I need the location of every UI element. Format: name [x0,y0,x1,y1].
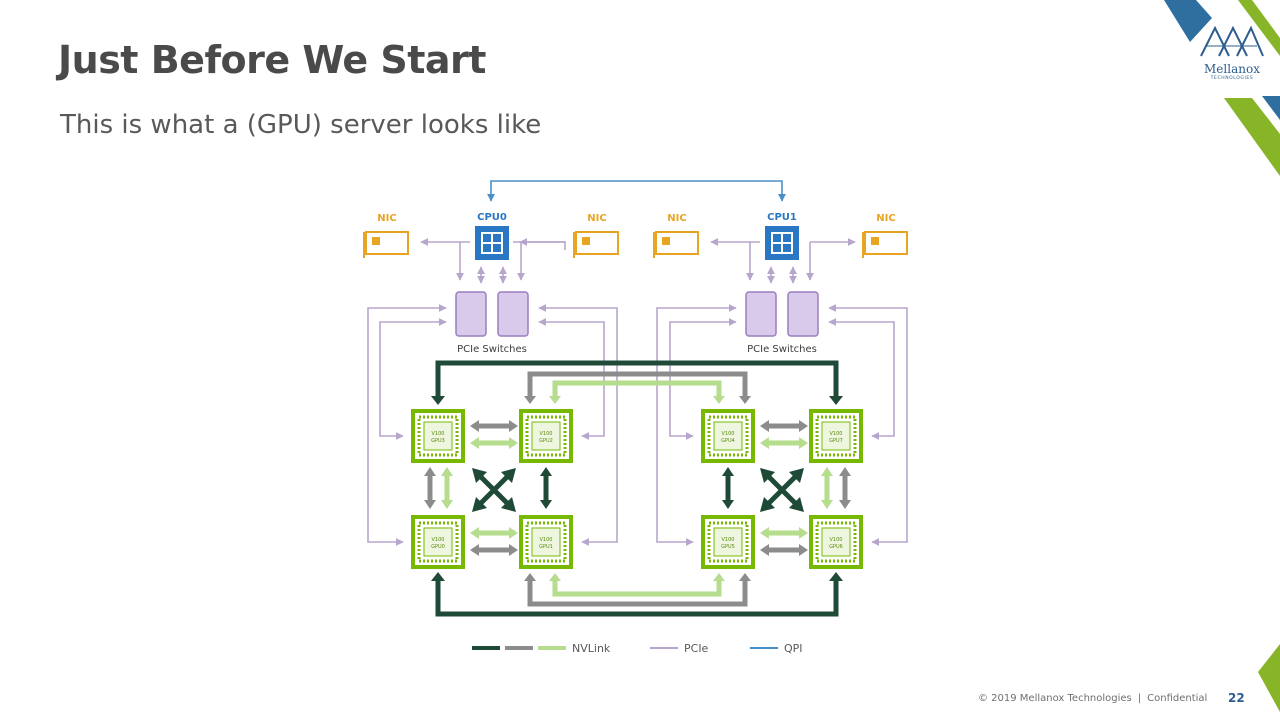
legend-qpi-label: QPI [784,642,803,655]
pcie-switch-group-right [745,291,819,337]
cpu0-chip [475,226,509,260]
nvlink-long-links [435,360,839,617]
nvlink-long-arrowheads [431,396,843,581]
nic-card-4 [862,231,908,258]
gpu-model-label: V100 [432,431,445,437]
gpu-model-label: V100 [432,537,445,543]
gpu-model-label: V100 [722,537,735,543]
gpu-id-label: GPU2 [539,438,553,444]
qpi-link [487,180,786,202]
gpu-id-label: GPU0 [431,544,445,550]
brand-tagline: TECHNOLOGIES [1210,76,1254,81]
nic-label-1: NIC [377,213,396,224]
corner-stripe-green-mid [1224,98,1280,176]
pcie-switch-group-left [455,291,529,337]
cpu1-chip [765,226,799,260]
corner-stripe-green-bottom [1258,644,1280,712]
cpu0-label: CPU0 [477,212,507,223]
footer-copyright: © 2019 Mellanox Technologies [978,693,1132,704]
gpu-id-label: GPU1 [539,544,553,550]
mellanox-bridge-icon [1200,25,1264,57]
diagram-legend: NVLink PCIe QPI [472,642,803,655]
nvlink-short-links [424,420,851,556]
gpu-model-label: V100 [830,537,843,543]
gpu-model-label: V100 [540,537,553,543]
gpu-id-label: GPU5 [721,544,735,550]
gpu-model-label: V100 [540,431,553,437]
legend-pcie-label: PCIe [684,642,709,655]
mellanox-logo: Mellanox TECHNOLOGIES [1194,24,1270,81]
slide-subtitle: This is what a (GPU) server looks like [60,110,542,140]
gpu-id-label: GPU6 [829,544,843,550]
footer-separator: | [1137,693,1142,704]
gpu-id-label: GPU7 [829,438,843,444]
slide-footer: © 2019 Mellanox Technologies | Confidentia… [978,693,1207,704]
legend-nvlink-label: NVLink [572,642,611,655]
corner-stripe-blue [1164,0,1212,42]
nic-card-1 [363,231,409,258]
footer-confidential: Confidential [1147,693,1208,704]
gpu-layer: V100GPU3V100GPU2V100GPU0V100GPU1V100GPU4… [411,409,863,569]
gpu-id-label: GPU3 [431,438,445,444]
nic-label-4: NIC [876,213,895,224]
cpu1-label: CPU1 [767,212,797,223]
gpu-id-label: GPU4 [721,438,735,444]
gpu-model-label: V100 [722,431,735,437]
corner-stripe-blue-small [1262,96,1280,120]
pcie-switches-label-right: PCIe Switches [747,344,817,355]
nic-card-2 [573,231,619,258]
nic-label-3: NIC [667,213,686,224]
page-number: 22 [1228,691,1245,705]
slide-title: Just Before We Start [58,38,486,82]
pcie-switches-label-left: PCIe Switches [457,344,527,355]
corner-stripe-green-top [1238,0,1280,56]
brand-name: Mellanox [1204,62,1260,76]
nic-label-2: NIC [587,213,606,224]
gpu-model-label: V100 [830,431,843,437]
nic-card-3 [653,231,699,258]
pcie-links [367,238,908,546]
